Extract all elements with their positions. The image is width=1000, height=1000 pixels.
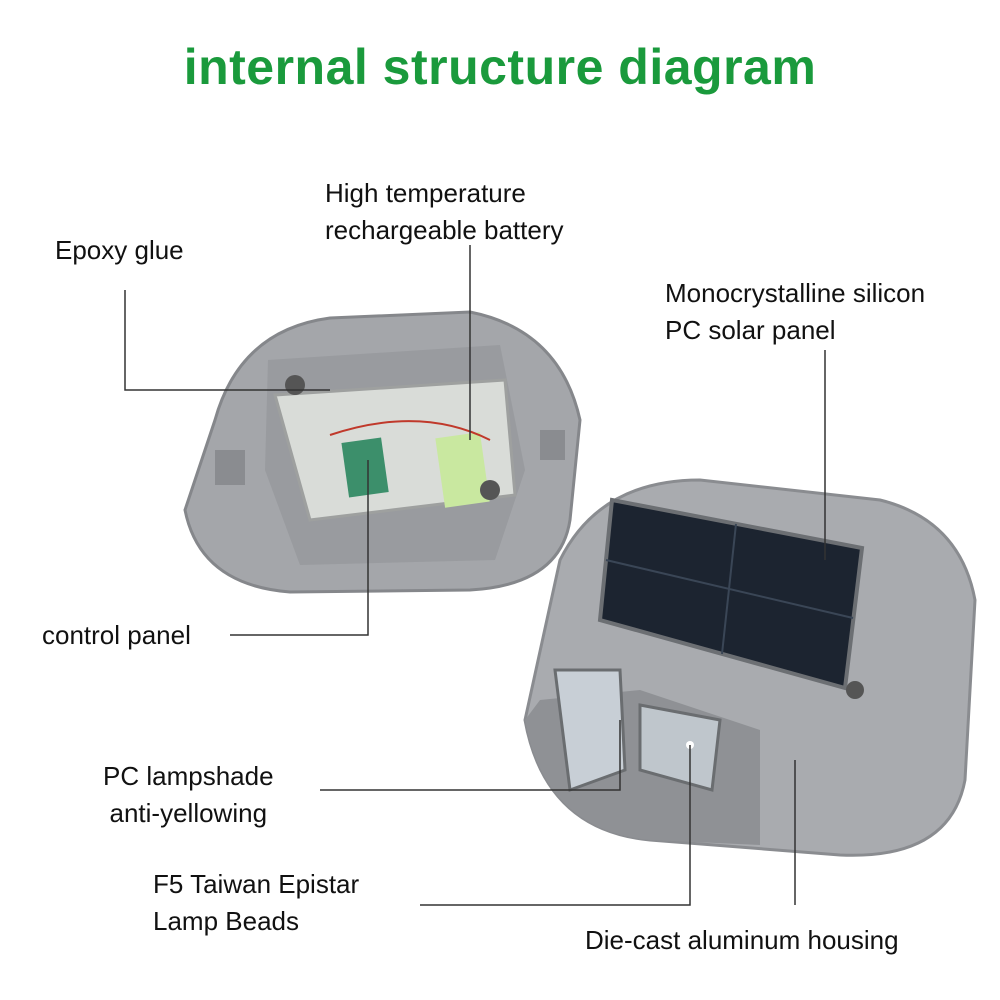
solar-label-line2: PC solar panel <box>665 315 836 345</box>
battery-label-line1: High temperature <box>325 178 526 208</box>
beads-label: F5 Taiwan Epistar Lamp Beads <box>153 866 359 940</box>
open-road-stud <box>183 310 582 594</box>
battery-label-line2: rechargeable battery <box>325 215 564 245</box>
solar-label-line1: Monocrystalline silicon <box>665 278 926 308</box>
housing-label: Die-cast aluminum housing <box>585 925 899 955</box>
lampshade-label-line2: anti-yellowing <box>109 798 268 828</box>
beads-label-line1: F5 Taiwan Epistar <box>153 869 360 899</box>
beads-label-line2: Lamp Beads <box>153 906 299 936</box>
solar-panel <box>597 497 865 691</box>
control-label: control panel <box>42 620 191 650</box>
control-board <box>341 437 389 498</box>
solar-label: Monocrystalline silicon PC solar panel <box>665 275 925 349</box>
battery <box>435 432 490 508</box>
leader-lines <box>124 245 826 906</box>
lampshade <box>553 668 627 793</box>
battery-label: High temperature rechargeable battery <box>325 175 563 249</box>
lampshade-label: PC lampshade anti-yellowing <box>103 758 274 832</box>
lampshade-label-line1: PC lampshade <box>103 761 274 791</box>
page-title: internal structure diagram <box>183 39 817 95</box>
epoxy-label: Epoxy glue <box>55 235 184 265</box>
solar-road-stud <box>523 478 977 857</box>
